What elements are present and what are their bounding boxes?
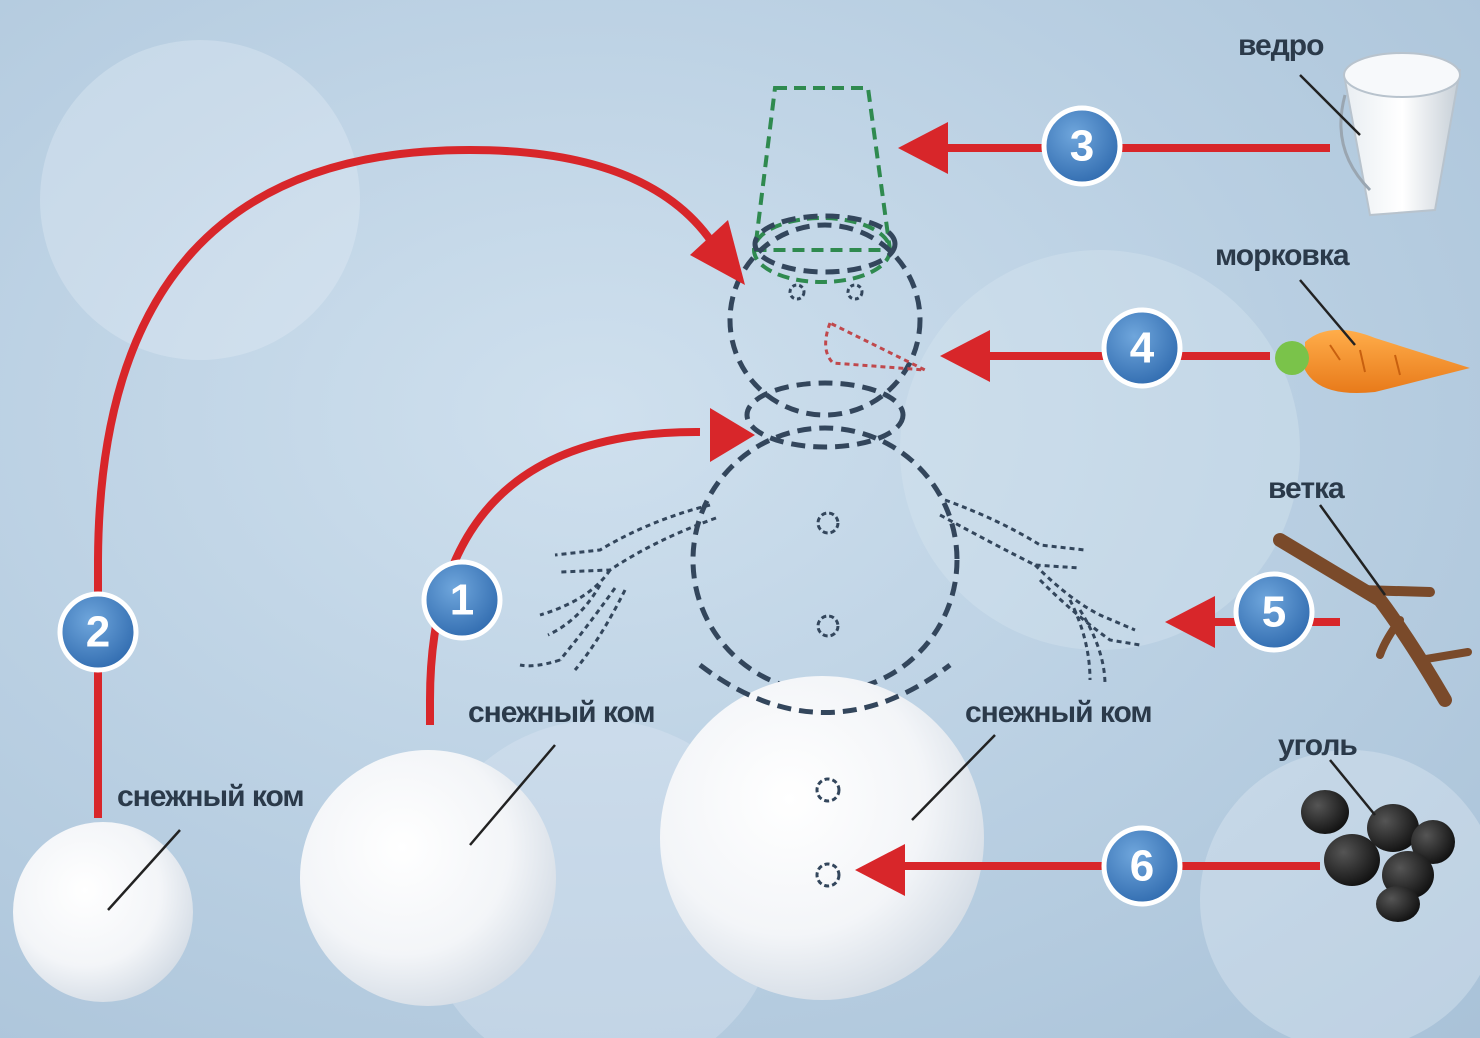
large-snowball	[660, 676, 984, 1000]
label-carrot: морковка	[1215, 239, 1350, 272]
svg-text:1: 1	[450, 576, 474, 625]
carrot-top	[1275, 341, 1309, 375]
svg-text:2: 2	[86, 608, 110, 657]
left-eye-outline	[790, 285, 804, 299]
label-snowball-medium: снежный ком	[468, 696, 655, 729]
svg-text:3: 3	[1070, 122, 1094, 171]
label-bucket: ведро	[1238, 29, 1324, 62]
svg-text:4: 4	[1130, 324, 1155, 373]
label-branch: ветка	[1268, 472, 1345, 505]
label-snowball-small: снежный ком	[117, 780, 304, 813]
svg-text:6: 6	[1130, 842, 1154, 891]
step-badge-6: 6	[1104, 828, 1180, 904]
carrot-picture	[1275, 330, 1470, 393]
label-coal: уголь	[1278, 729, 1357, 762]
step-badge-3: 3	[1044, 108, 1120, 184]
step-badge-2: 2	[60, 594, 136, 670]
right-eye-outline	[848, 285, 862, 299]
body-top-ellipse	[747, 383, 903, 447]
small-snowball	[13, 822, 193, 1002]
left-arm-outline	[520, 505, 716, 670]
arrow-3-head	[898, 122, 948, 174]
body-button-outline	[818, 513, 838, 533]
body-button-outline	[818, 616, 838, 636]
step-badge-1: 1	[424, 562, 500, 638]
label-snowball-large: снежный ком	[965, 696, 1152, 729]
svg-text:5: 5	[1262, 588, 1286, 637]
step-badge-5: 5	[1236, 574, 1312, 650]
step-badge-4: 4	[1104, 310, 1180, 386]
